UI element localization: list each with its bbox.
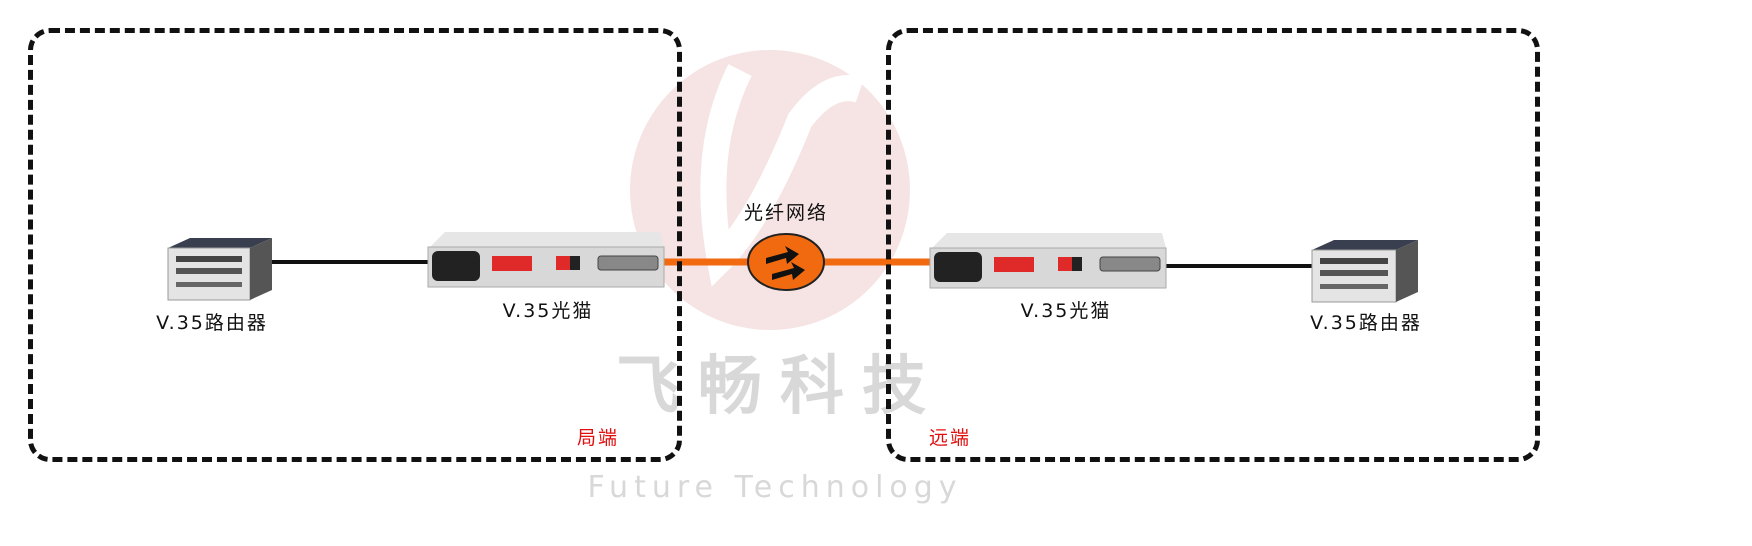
left-modem-label: V.35光猫 (502, 300, 594, 322)
modem-right (929, 233, 1167, 289)
fiber-network-icon (747, 233, 825, 291)
local-site-boundary (28, 28, 682, 462)
right-router-label: V.35路由器 (1310, 312, 1422, 334)
fiber-network-label: 光纤网络 (743, 202, 829, 224)
router-left (167, 238, 272, 301)
local-site-label: 局端 (576, 427, 620, 449)
watermark-brand-en: Future Technology (587, 470, 963, 505)
router-right (1311, 240, 1418, 303)
right-modem-label: V.35光猫 (1020, 300, 1112, 322)
modem-left (427, 232, 665, 288)
left-router-label: V.35路由器 (156, 312, 268, 334)
remote-site-label: 远端 (928, 427, 972, 449)
watermark-brand-cn: 飞畅科技 (616, 350, 944, 424)
remote-site-boundary (886, 28, 1540, 462)
